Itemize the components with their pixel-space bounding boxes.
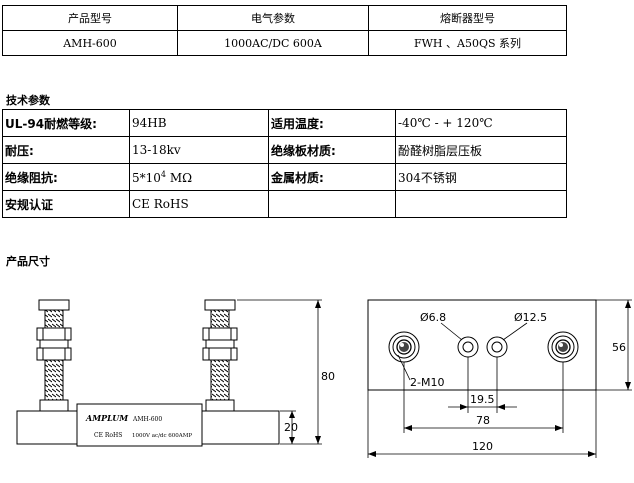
spec-value-flame: 94HB (129, 109, 269, 137)
spec-label-certification: 安规认证 (2, 190, 130, 218)
spec-row: 耐压: 13-18kv 绝缘板材质: 酚醛树脂层压板 (2, 136, 567, 164)
spec-value-voltage: 13-18kv (129, 136, 269, 164)
left-stud (36, 299, 72, 412)
spec-row: UL-94耐燃等级: 94HB 适用温度: -40℃ - + 120℃ (2, 109, 567, 137)
model-value-product: AMH-600 (2, 30, 178, 56)
label-plate (76, 403, 203, 447)
plate-cert: CE RoHS (94, 432, 122, 439)
height-base-label: 20 (284, 421, 298, 434)
thread-label: 2-M10 (410, 376, 444, 389)
model-header-product: 产品型号 (2, 5, 178, 31)
model-value-fuse: FWH 、A50QS 系列 (368, 30, 567, 56)
size-section-title: 产品尺寸 (6, 255, 50, 268)
depth-label: 56 (612, 341, 626, 354)
right-stud (202, 299, 238, 412)
spec-label-empty (268, 190, 396, 218)
plate-brand: AMPLUM (85, 413, 129, 423)
spec-value-certification: CE RoHS (129, 190, 269, 218)
plate-model: AMH-600 (132, 416, 162, 423)
spec-table: UL-94耐燃等级: 94HB 适用温度: -40℃ - + 120℃ 耐压: … (2, 109, 567, 218)
spec-label-flame: UL-94耐燃等级: (2, 109, 130, 137)
top-view (367, 299, 632, 458)
hole-small-label: Ø6.8 (420, 311, 446, 324)
model-header-electrical: 电气参数 (177, 5, 369, 31)
spec-label-insulation-resistance: 绝缘阻抗: (2, 163, 130, 191)
resistance-exponent: 4 (160, 169, 166, 179)
spec-value-temperature: -40℃ - + 120℃ (395, 109, 567, 137)
hole-span-label: 78 (476, 414, 490, 427)
hole-large-label: Ø12.5 (514, 311, 547, 324)
plate-rating: 1000V ac/dc 600AMP (132, 433, 192, 439)
resistance-unit: MΩ (166, 170, 193, 185)
center-gap-label: 19.5 (470, 393, 495, 406)
model-table-header-row: 产品型号 电气参数 熔断器型号 (2, 5, 567, 31)
spec-label-temperature: 适用温度: (268, 109, 396, 137)
right-stud-top (547, 331, 579, 363)
spec-value-empty (395, 190, 567, 218)
spec-value-insulation-resistance: 5*104 MΩ (129, 163, 269, 191)
spec-label-insulation-material: 绝缘板材质: (268, 136, 396, 164)
left-stud-top (388, 331, 420, 363)
model-table: 产品型号 电气参数 熔断器型号 AMH-600 1000AC/DC 600A F… (2, 5, 567, 56)
model-table-row: AMH-600 1000AC/DC 600A FWH 、A50QS 系列 (2, 30, 567, 56)
spec-label-metal-material: 金属材质: (268, 163, 396, 191)
side-view (16, 299, 322, 447)
spec-row: 绝缘阻抗: 5*104 MΩ 金属材质: 304不锈钢 (2, 163, 567, 191)
spec-section-title: 技术参数 (6, 94, 50, 107)
width-total-label: 120 (472, 440, 493, 453)
spec-label-voltage: 耐压: (2, 136, 130, 164)
resistance-base: 5*10 (132, 170, 161, 185)
model-value-electrical: 1000AC/DC 600A (177, 30, 369, 56)
spec-value-metal-material: 304不锈钢 (395, 163, 567, 191)
dimension-drawing: 80 20 AMPLUM AMH-600 CE RoHS 1000V ac/dc… (16, 299, 632, 458)
height-total-label: 80 (321, 370, 335, 383)
spec-value-insulation-material: 酚醛树脂层压板 (395, 136, 567, 164)
model-header-fuse: 熔断器型号 (368, 5, 567, 31)
spec-row: 安规认证 CE RoHS (2, 190, 567, 218)
